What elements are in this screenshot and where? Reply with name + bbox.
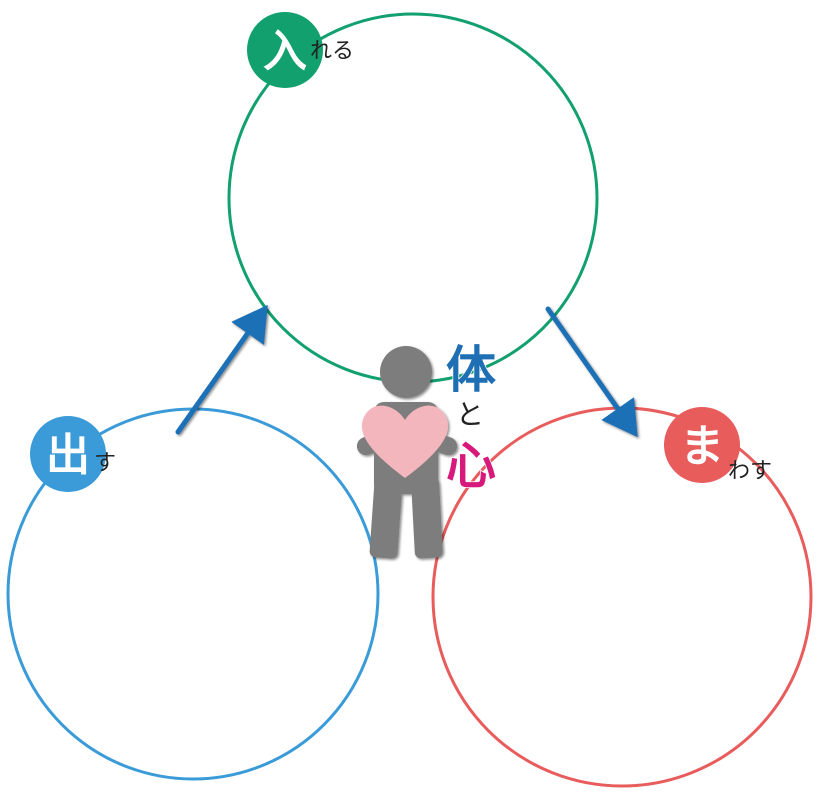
label-dasu-small: す: [94, 451, 116, 476]
badge-mawasu: [664, 407, 740, 483]
label-mawasu: ま わす: [664, 407, 772, 484]
label-ireru-big: 入: [263, 26, 307, 77]
center-heart-text: 心: [446, 437, 496, 495]
heart-shape: [361, 405, 449, 478]
arrow-icon: [545, 306, 638, 438]
badge-dasu: [30, 416, 106, 492]
arrow-dasu-to-ireru: [175, 304, 268, 435]
label-dasu-big: 出: [46, 430, 90, 481]
arrow-ireru-to-mawasu: [545, 306, 638, 438]
badge-ireru: [247, 12, 323, 88]
center-and-text: と: [456, 398, 484, 431]
figure-leg-right: [411, 477, 443, 559]
label-ireru: 入 れる: [247, 12, 354, 88]
person-holding-heart-icon: [356, 346, 458, 559]
figure-leg-left: [369, 477, 403, 559]
center-text: 体 と 心: [445, 340, 497, 496]
label-dasu: 出 す: [30, 416, 116, 492]
label-mawasu-small: わす: [728, 459, 772, 484]
arrow-icon: [175, 304, 268, 435]
center-body-text: 体: [446, 341, 496, 399]
label-mawasu-big: ま: [680, 421, 724, 472]
figure-head: [380, 346, 432, 398]
label-ireru-small: れる: [310, 39, 354, 64]
